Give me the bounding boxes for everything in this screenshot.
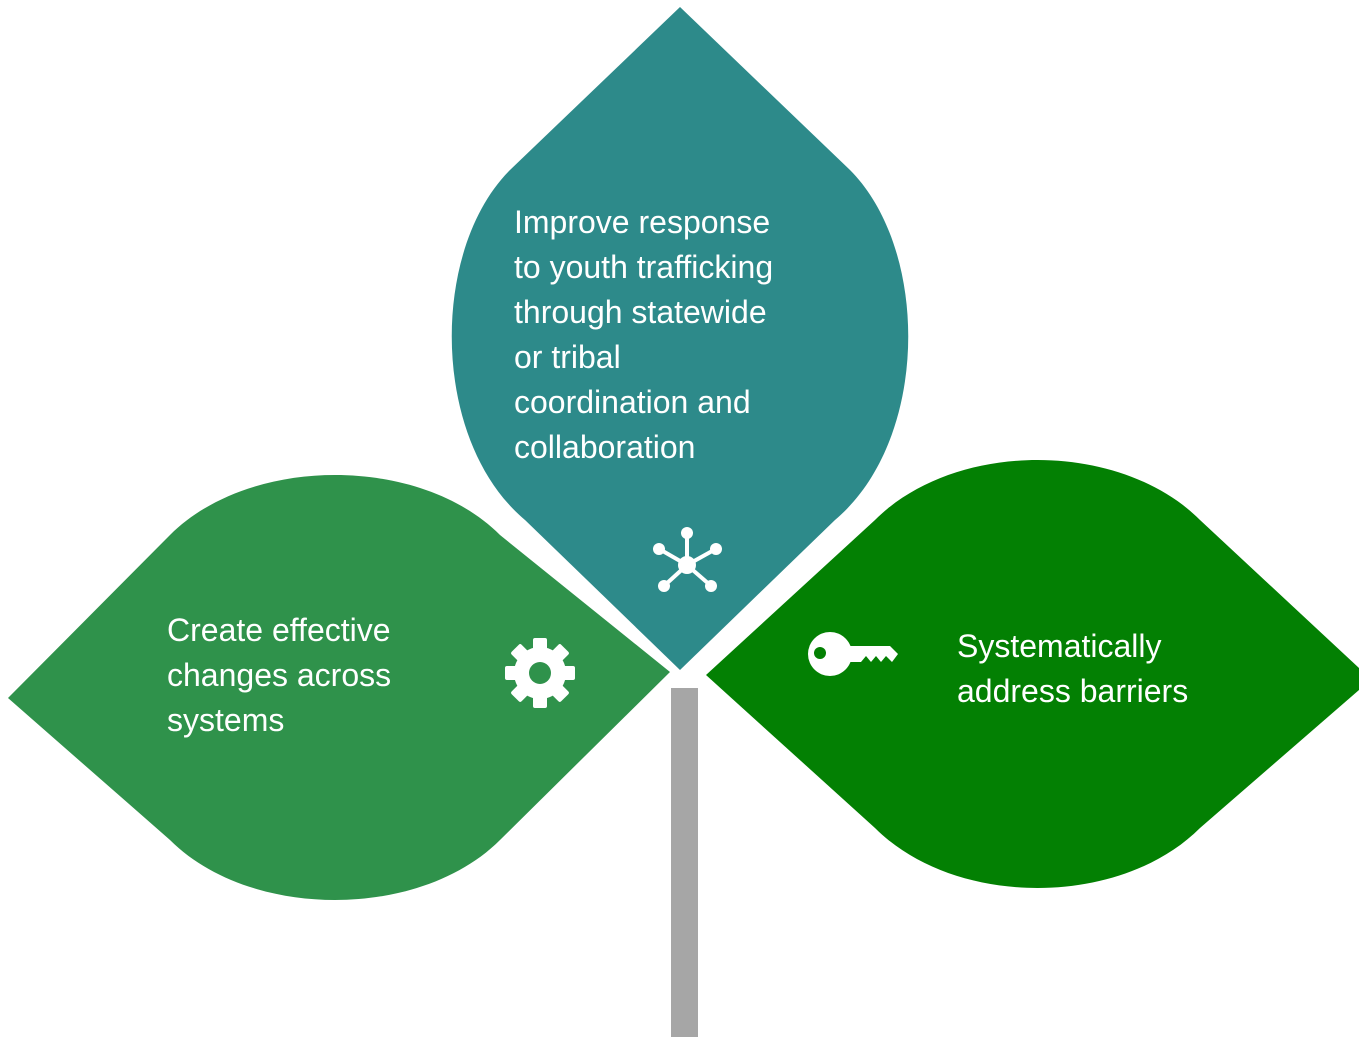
top-leaf-line: Improve response	[514, 204, 771, 240]
right-leaf-line: Systematically	[957, 628, 1162, 664]
gear-icon	[505, 638, 575, 708]
left-leaf-line: changes across	[167, 657, 392, 693]
right-leaf-line: address barriers	[957, 673, 1189, 709]
top-leaf-line: through statewide	[514, 294, 767, 330]
network-hub-icon	[653, 527, 722, 592]
top-leaf-line: collaboration	[514, 429, 696, 465]
top-leaf-line: or tribal	[514, 339, 621, 375]
stem	[671, 688, 698, 1037]
right-leaf-label: Systematically address barriers	[957, 624, 1188, 714]
left-leaf-line: Create effective	[167, 612, 391, 648]
top-leaf-line: to youth trafficking	[514, 249, 774, 285]
key-icon	[808, 632, 898, 676]
left-leaf-line: systems	[167, 702, 285, 738]
top-leaf-label: Improve response to youth trafficking th…	[514, 200, 773, 470]
left-leaf	[8, 475, 670, 900]
top-leaf	[451, 7, 909, 670]
top-leaf-line: coordination and	[514, 384, 751, 420]
right-leaf	[706, 460, 1359, 888]
left-leaf-label: Create effective changes across systems	[167, 608, 391, 743]
